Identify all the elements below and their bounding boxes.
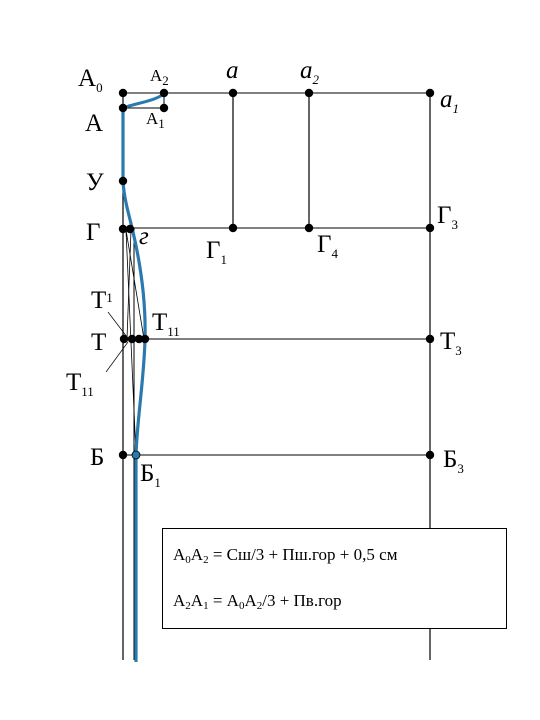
point-a xyxy=(228,88,238,98)
neck-curve xyxy=(122,92,165,110)
label-a-small: a xyxy=(226,57,239,84)
point-G xyxy=(118,224,128,234)
point-B xyxy=(118,450,128,460)
point-g xyxy=(125,224,135,234)
label-a: А xyxy=(85,110,103,137)
label-b1: Б1 xyxy=(140,460,161,490)
points xyxy=(118,88,435,460)
construction-lines xyxy=(105,92,431,660)
label-a1: А1 xyxy=(146,109,165,131)
label-g3: Г3 xyxy=(437,202,458,232)
point-T xyxy=(119,334,129,344)
label-a0: А0 xyxy=(78,65,103,95)
label-g-small: г xyxy=(139,223,149,250)
label-a2: А2 xyxy=(150,66,169,88)
label-t11-left: Т11 xyxy=(66,369,94,399)
formula-box: А0А2 = Сш/3 + Пш.гор + 0,5 см А2А1 = А0А… xyxy=(162,528,507,629)
back-seam-curve xyxy=(121,108,147,662)
label-b: Б xyxy=(90,444,104,471)
label-g1: Г1 xyxy=(206,237,227,267)
t11-leader-line xyxy=(105,341,129,373)
label-b3: Б3 xyxy=(443,446,464,476)
construction-line-2 xyxy=(126,229,132,340)
label-a2-small: a2 xyxy=(300,57,320,87)
point-T11a xyxy=(134,334,144,344)
t1-leader-line xyxy=(107,311,128,338)
point-a2 xyxy=(159,88,169,98)
label-g4: Г4 xyxy=(317,231,338,261)
point-G1 xyxy=(228,223,238,233)
label-t3: Т3 xyxy=(440,328,462,358)
point-G4 xyxy=(304,223,314,233)
point-T11 xyxy=(140,334,150,344)
label-t: Т xyxy=(91,329,106,356)
point-U xyxy=(118,176,128,186)
point-G3 xyxy=(425,223,435,233)
label-g: Г xyxy=(86,219,100,246)
point-A xyxy=(118,103,128,113)
point-T1 xyxy=(127,334,137,344)
formula-line-2: А2А1 = А0А2/3 + Пв.гор xyxy=(173,591,342,612)
point-B3 xyxy=(425,450,435,460)
label-t11: Т11 xyxy=(152,309,180,339)
center-back-curve xyxy=(121,92,165,662)
label-u: У xyxy=(86,169,104,196)
label-t1: Т1 xyxy=(91,287,113,314)
point-B1 xyxy=(131,450,141,460)
label-a1-small: a1 xyxy=(440,86,459,116)
point-a2-small xyxy=(304,88,314,98)
point-A1 xyxy=(159,103,169,113)
labels: А0 А2 А А1 a a2 a1 У Г г Г1 Г4 Г3 Т1 Т Т… xyxy=(66,57,464,490)
point-T3 xyxy=(425,334,435,344)
formula-line-1: А0А2 = Сш/3 + Пш.гор + 0,5 см xyxy=(173,545,398,566)
construction-line-3 xyxy=(125,229,145,340)
point-a0 xyxy=(118,88,128,98)
point-a1-small xyxy=(425,88,435,98)
